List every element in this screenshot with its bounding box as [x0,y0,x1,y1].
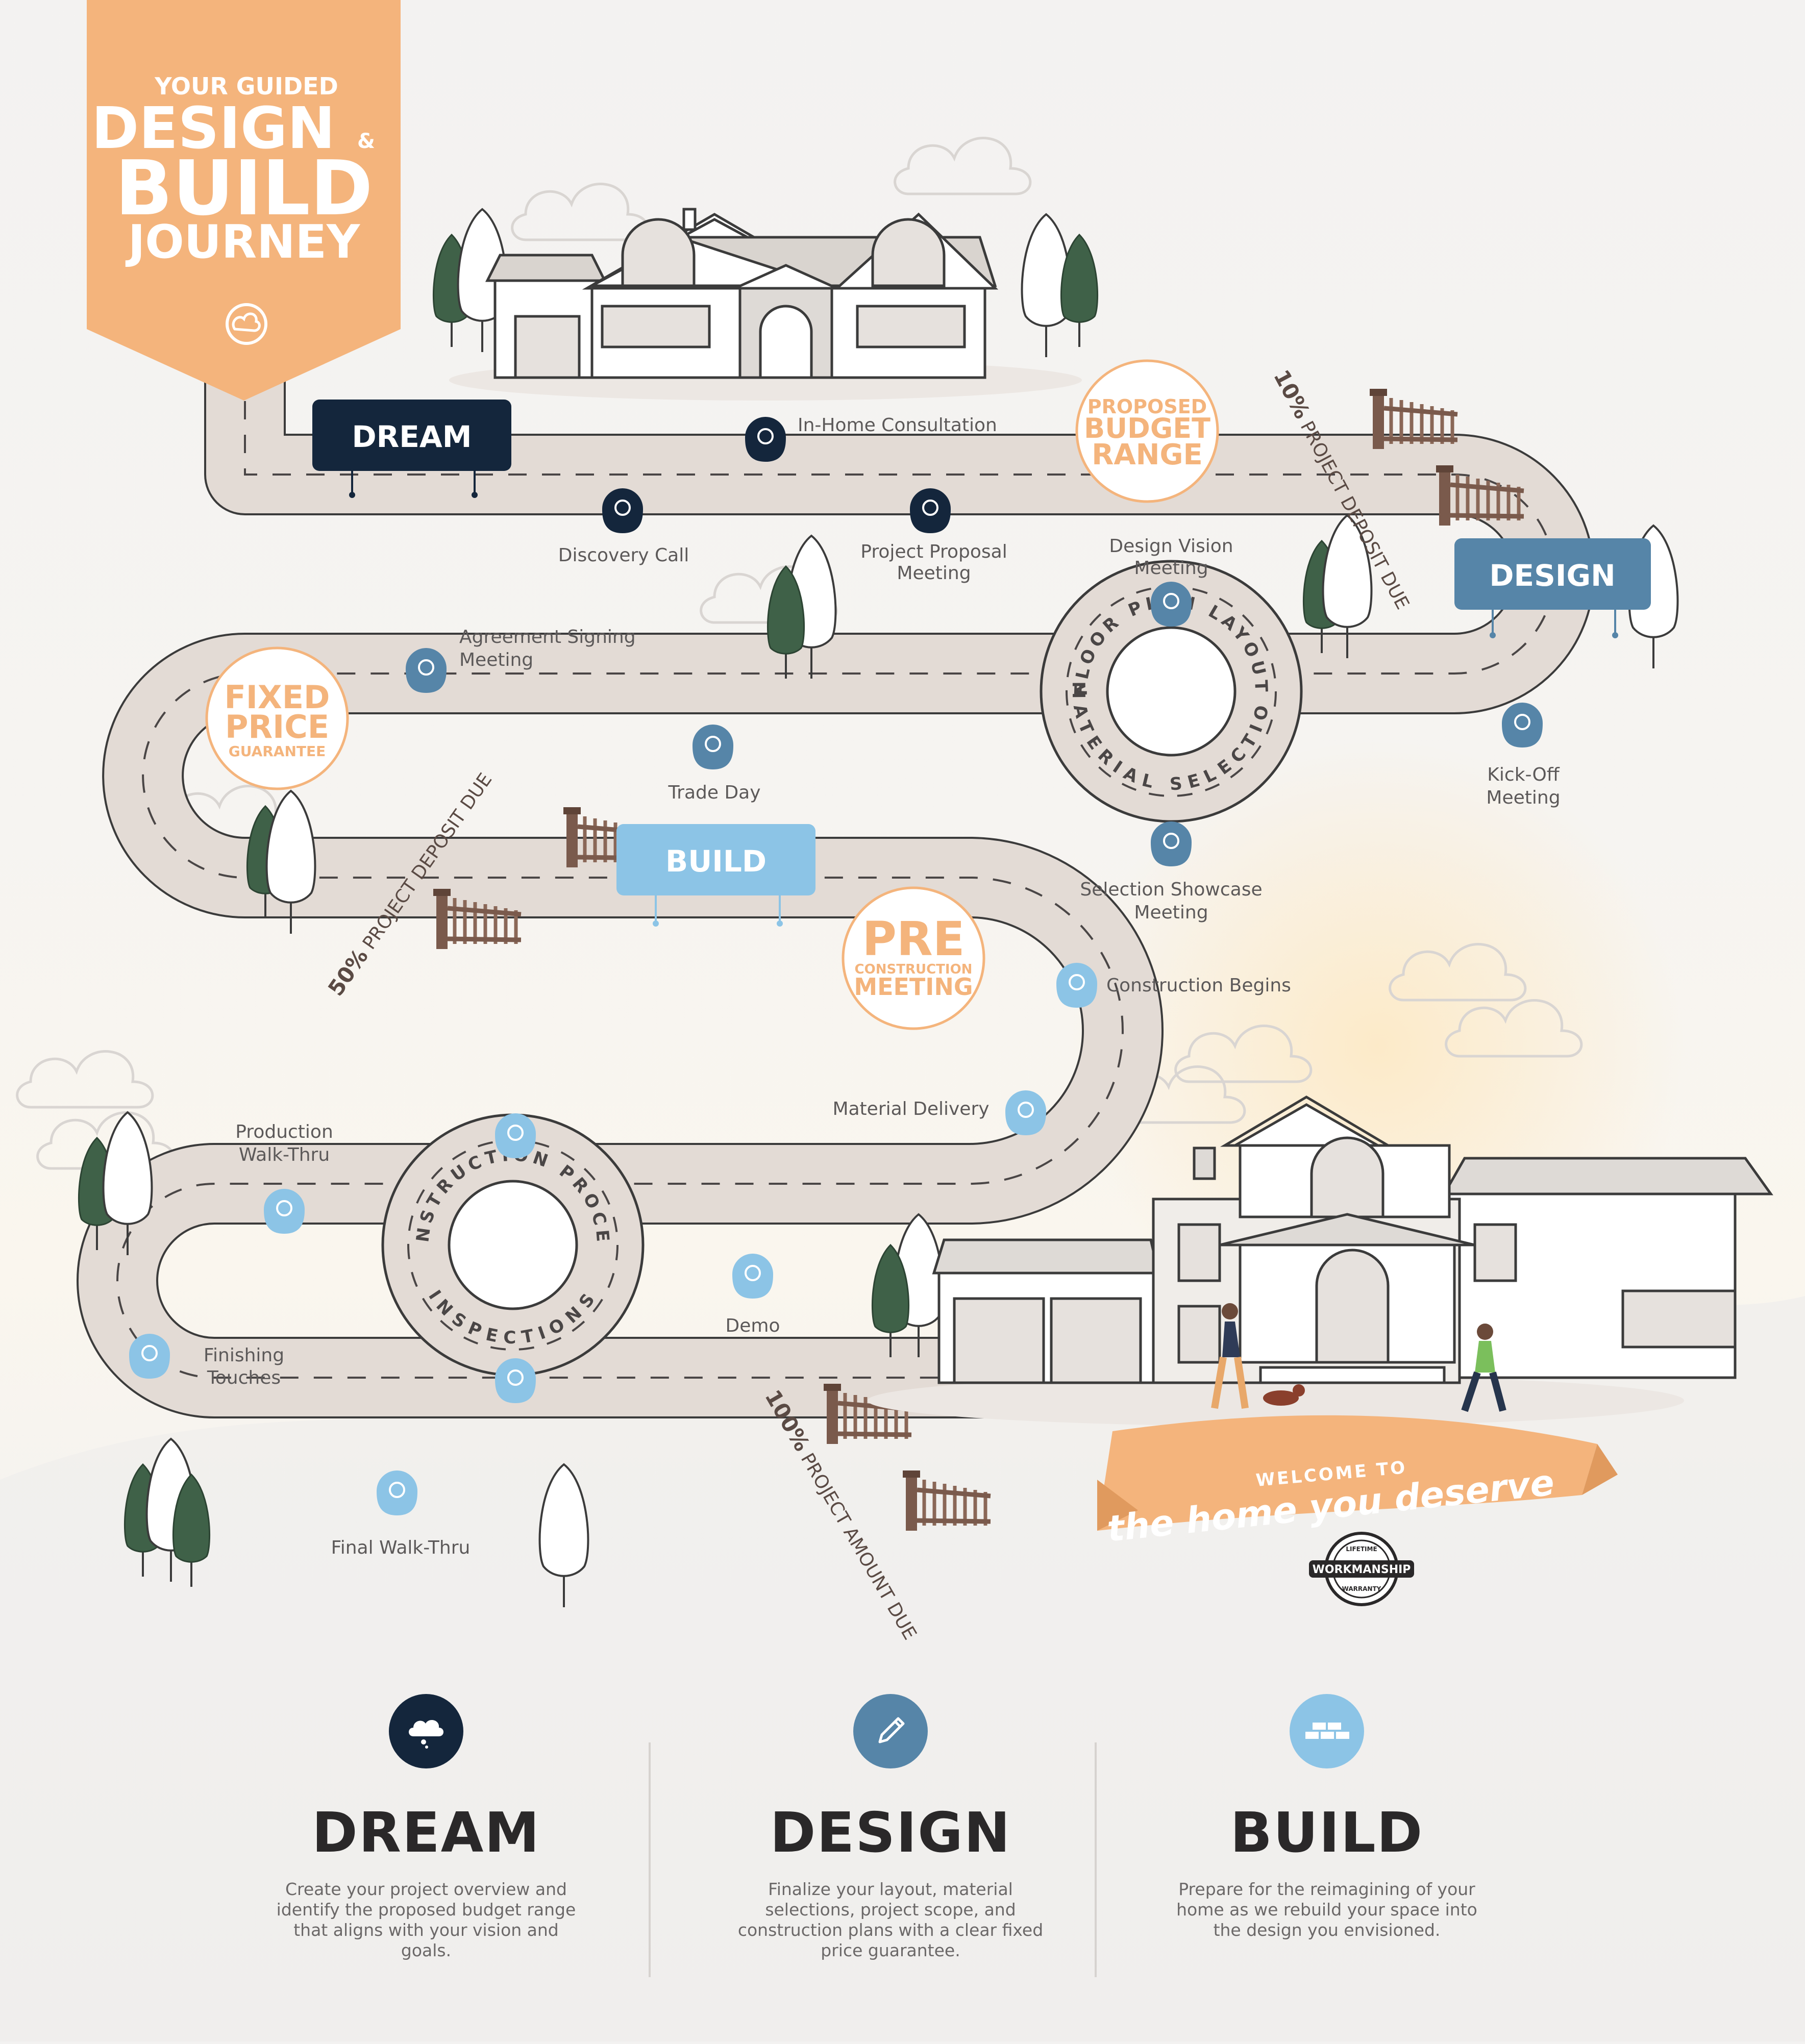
label-selection: Selection Showcase [1080,879,1262,900]
svg-text:DREAM: DREAM [352,419,472,454]
footer-design: DESIGN Finalize your layout, material se… [697,1694,1084,1961]
pin-icon [264,1189,305,1234]
footer-design-title: DESIGN [770,1801,1011,1865]
svg-text:Walk-Thru: Walk-Thru [239,1144,330,1165]
pin-icon [693,725,733,769]
pin-icon [377,1470,417,1515]
header-line1: YOUR GUIDED [154,72,338,100]
svg-text:Meeting: Meeting [1134,902,1208,923]
pin-icon [910,488,951,533]
svg-text:WARRANTY: WARRANTY [1342,1585,1381,1592]
header-line3: BUILD [115,144,373,232]
footer-build-desc: Prepare for the reimagining of your home… [1176,1879,1477,1940]
label-design-vision: Design Vision [1109,536,1233,557]
workmanship-seal: WORKMANSHIP LIFETIME WARRANTY [1309,1532,1414,1606]
header-banner: YOUR GUIDED DESIGN & BUILD JOURNEY [87,0,401,401]
pin-icon [406,648,447,693]
header-line4: JOURNEY [125,215,361,269]
pin-icon [1151,582,1192,627]
svg-text:&: & [357,130,375,153]
label-agreement: Agreement Signing [459,627,636,647]
budget-range-badge: PROPOSED BUDGET RANGE [1075,359,1219,503]
svg-text:Touches: Touches [207,1367,281,1388]
label-discovery: Discovery Call [558,545,689,566]
pre-construction-badge: PRE CONSTRUCTION MEETING [842,886,985,1030]
footer-build: BUILD Prepare for the reimagining of you… [1133,1694,1521,1940]
footer-dream-desc: Create your project overview and identif… [276,1879,576,1960]
footer-design-desc: Finalize your layout, material selection… [737,1879,1044,1960]
label-material-delivery: Material Delivery [832,1099,989,1119]
svg-text:RANGE: RANGE [1092,438,1203,471]
phase-dream-badge: DREAM [312,400,511,498]
starter-house-illustration [449,208,1082,401]
fixed-price-badge: FIXED PRICE GUARANTEE [205,646,349,790]
header-line2: DESIGN [91,95,335,162]
svg-text:FIXED: FIXED [224,679,330,716]
phase-build-badge: BUILD [616,824,815,927]
svg-text:PRE: PRE [862,912,965,966]
svg-text:BUDGET: BUDGET [1084,412,1210,444]
label-proposal: Project Proposal [860,541,1007,562]
pin-icon [602,488,643,533]
pin-icon [1005,1090,1046,1135]
label-finishing: Finishing [204,1345,284,1366]
label-production: Production [235,1121,333,1142]
pin-icon [745,417,786,462]
svg-text:CONSTRUCTION: CONSTRUCTION [855,962,973,977]
svg-text:Meeting: Meeting [897,563,971,584]
bricks-icon [1290,1694,1364,1768]
pin-icon [495,1113,536,1158]
footer-dream: DREAM Create your project overview and i… [232,1694,620,1961]
svg-text:Meeting: Meeting [1134,558,1208,579]
milestone-labels: In-Home Consultation Discovery Call Proj… [204,415,1561,1558]
thought-cloud-icon [389,1694,463,1768]
label-kickoff: Kick-Off [1487,764,1560,785]
svg-text:BUILD: BUILD [665,844,766,879]
label-construction-begins: Construction Begins [1106,975,1291,996]
pin-icon [1151,821,1192,866]
svg-text:DESIGN: DESIGN [1489,558,1615,593]
cloud-logo-icon [226,303,267,345]
svg-text:WORKMANSHIP: WORKMANSHIP [1313,1563,1411,1576]
pin-icon [732,1254,773,1299]
label-final: Final Walk-Thru [331,1537,471,1558]
pin-icon [1502,703,1543,747]
pencil-icon [853,1694,928,1768]
footer-dream-title: DREAM [312,1801,540,1865]
pin-icon [1056,963,1097,1008]
label-demo: Demo [726,1315,780,1336]
pin-icon [129,1334,170,1379]
phase-design-badge: DESIGN [1454,538,1651,638]
label-trade-day: Trade Day [667,782,760,803]
svg-text:GUARANTEE: GUARANTEE [229,743,326,760]
svg-text:PROPOSED: PROPOSED [1087,395,1207,418]
svg-text:PRICE: PRICE [225,708,329,745]
label-in-home: In-Home Consultation [798,415,997,436]
svg-text:Meeting: Meeting [459,650,533,670]
svg-text:LIFETIME: LIFETIME [1346,1546,1377,1553]
people-walking [1211,1303,1506,1412]
milestone-pins [129,417,1543,1515]
svg-text:Meeting: Meeting [1486,787,1560,808]
svg-text:MEETING: MEETING [854,973,973,1001]
footer-build-title: BUILD [1230,1801,1424,1865]
pin-icon [495,1358,536,1403]
